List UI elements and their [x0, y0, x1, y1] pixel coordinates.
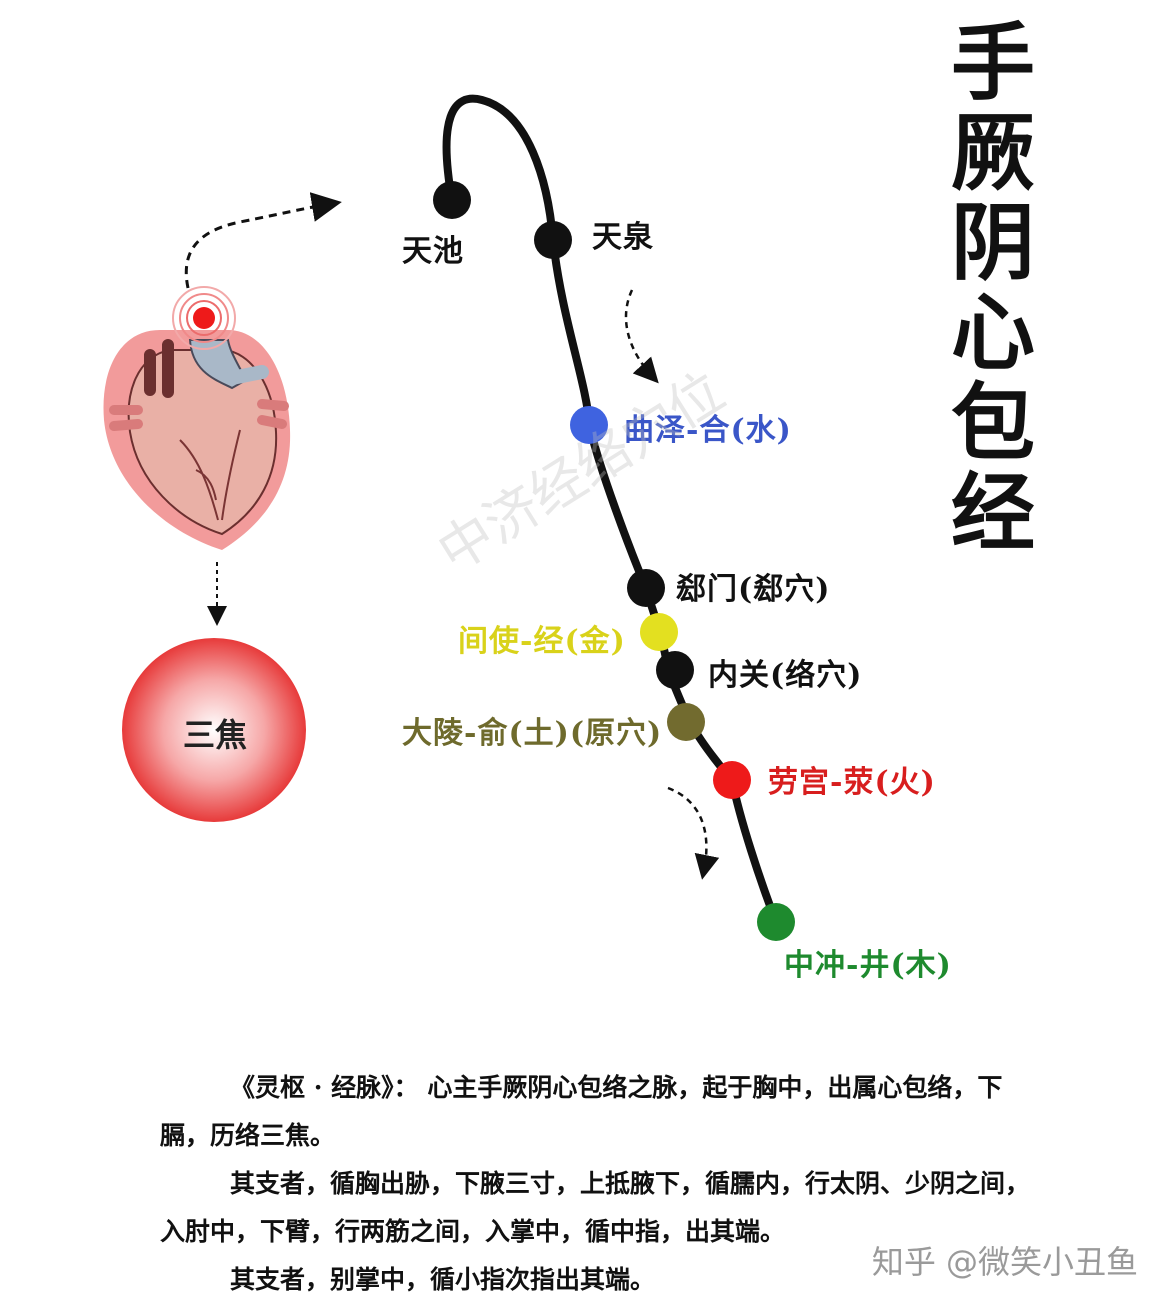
acupoint-label-jianshi: 间使-经(金): [458, 624, 626, 659]
direction-arrow: [624, 289, 659, 384]
acupoint-label-laogong: 劳宫-荥(火): [768, 765, 936, 800]
acupoint-label-tianchi: 天池: [402, 234, 464, 269]
title-char: 厥: [950, 104, 1035, 202]
acupoint-dot: [570, 406, 608, 444]
paragraph-1: 《灵枢 · 经脉》： 心主手厥阴心包络之脉，起于胸中，出属心包络，下膈，历络三焦…: [160, 1073, 1003, 1150]
acupoint-dot: [640, 613, 678, 651]
acupoint-label-daling: 大陵-俞(土)(原穴): [402, 716, 663, 751]
paragraph-3: 其支者，别掌中，循小指次指出其端。: [230, 1265, 656, 1294]
acupoint-label-zhongchong: 中冲-井(木): [784, 948, 952, 983]
direction-arrow: [667, 786, 720, 880]
title-char: 经: [950, 464, 1035, 562]
sanjiao-ball: [122, 638, 306, 822]
acupoint-dot: [534, 221, 572, 259]
acupoint-dot: [433, 181, 471, 219]
title-char: 心: [950, 284, 1035, 382]
acupoint-dot: [713, 761, 751, 799]
paragraph-2: 其支者，循胸出胁，下腋三寸，上抵腋下，循臑内，行太阴、少阴之间，入肘中，下臂，行…: [160, 1169, 1031, 1246]
acupoint-dot: [656, 651, 694, 689]
credit-text: 知乎 @微笑小丑鱼: [871, 1243, 1138, 1281]
acupoint-label-neiguan: 内关(络穴): [708, 658, 863, 693]
acupoint-dot: [757, 903, 795, 941]
title-char: 手: [950, 14, 1035, 112]
acupoint-dot: [667, 703, 705, 741]
direction-arrow: [184, 192, 342, 289]
meridian-diagram: [103, 94, 795, 941]
title-char: 包: [950, 374, 1035, 472]
sanjiao-label: 三焦: [182, 716, 247, 754]
heart-icon: [103, 330, 291, 550]
pulse-icon: [172, 286, 236, 350]
acupoint-label-quze: 曲泽-合(水): [624, 413, 792, 448]
acupoint-dot: [627, 569, 665, 607]
title-char: 阴: [950, 194, 1035, 292]
acupoint-label-ximen: 郄门(郄穴): [676, 572, 831, 607]
acupoint-label-tianquan: 天泉: [592, 220, 654, 255]
